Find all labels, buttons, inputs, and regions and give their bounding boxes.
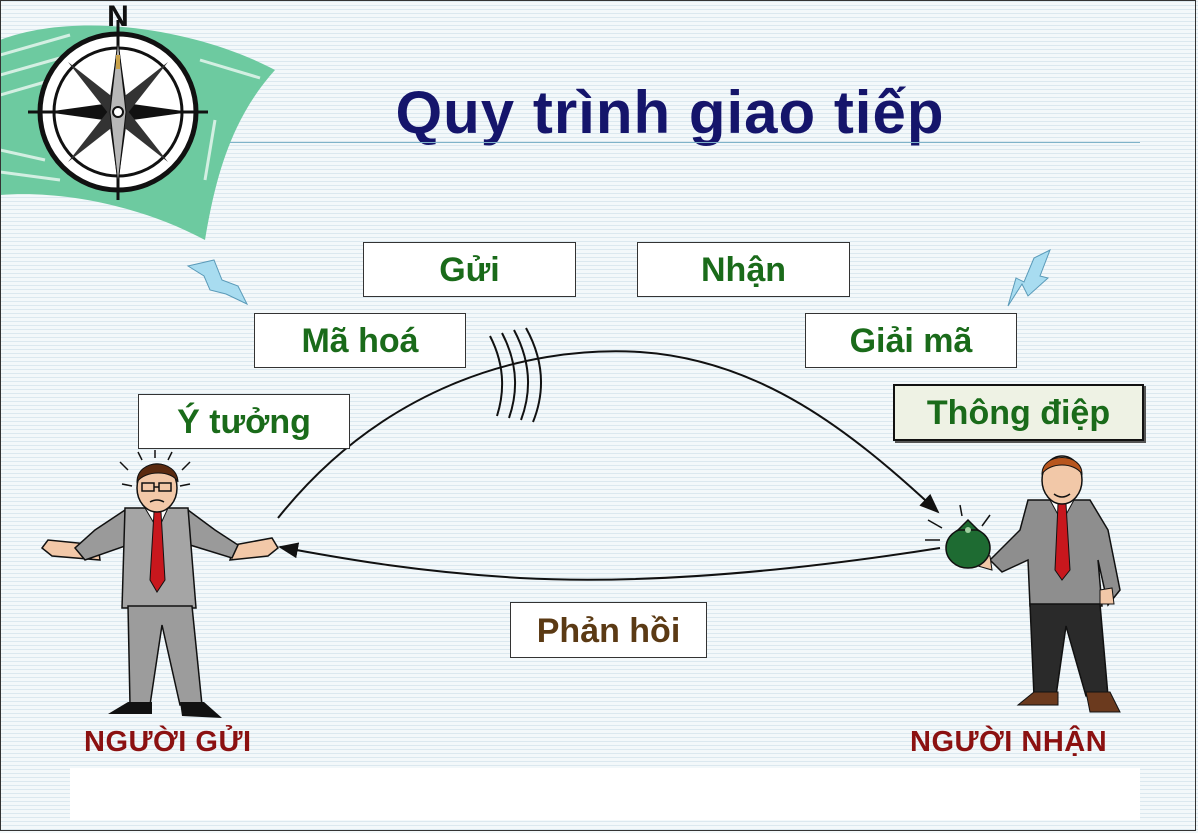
message-arrow (277, 350, 940, 519)
lightning-left-icon (186, 259, 249, 306)
sound-waves-icon (489, 327, 542, 423)
box-encode: Mã hoá (254, 313, 466, 368)
box-decode-label: Giải mã (849, 322, 973, 360)
receiver-caption: NGƯỜI NHẬN (910, 726, 1108, 758)
sender-figure (40, 450, 279, 718)
box-idea: Ý tưởng (138, 394, 350, 449)
box-message: Thông điệp (893, 384, 1144, 441)
box-receive: Nhận (637, 242, 850, 297)
box-encode-label: Mã hoá (301, 322, 419, 360)
feedback-arrow (278, 542, 941, 581)
box-idea-label: Ý tưởng (177, 403, 311, 441)
footer-band (70, 768, 1140, 820)
receiver-figure (925, 455, 1121, 713)
box-send-label: Gửi (439, 251, 500, 289)
box-feedback-label: Phản hồi (536, 612, 681, 650)
box-feedback: Phản hồi (510, 602, 707, 658)
title-underline (230, 142, 1140, 143)
slide-title: Quy trình giao tiếp (395, 79, 945, 146)
sender-caption: NGƯỜI GỬI (84, 726, 252, 758)
lightning-right-icon (1007, 248, 1051, 307)
box-decode: Giải mã (805, 313, 1017, 368)
compass-north-letter: N (107, 0, 129, 33)
box-message-label: Thông điệp (926, 394, 1111, 432)
compass-icon (28, 20, 208, 200)
box-send: Gửi (363, 242, 576, 297)
box-receive-label: Nhận (701, 251, 786, 289)
